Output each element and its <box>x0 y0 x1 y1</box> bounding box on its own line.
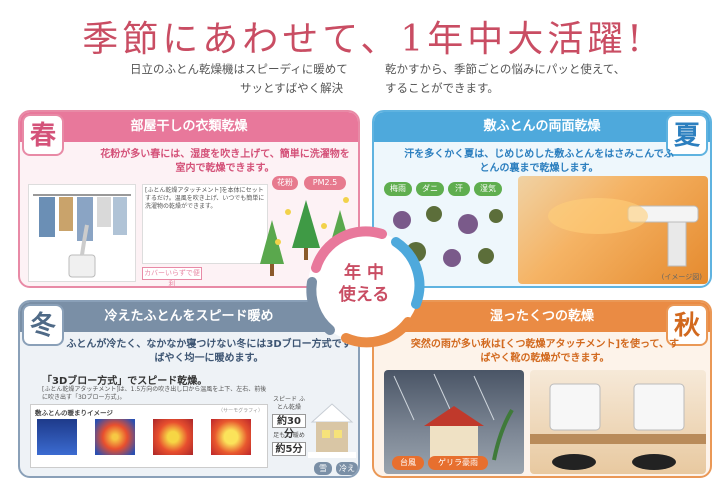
tag-cold: 冷え <box>336 462 358 475</box>
dryer-nozzle-icon <box>548 198 699 267</box>
storm-illustration <box>384 370 524 474</box>
spring-info-text: [ふとん乾燥アタッチメント]を本体にセットするだけ。温風を吹き上げ、いつでも簡単… <box>142 184 268 264</box>
winter-header: 冷えたふとんをスピード暖め <box>20 302 358 332</box>
tag-guerrilla-rain: ゲリラ豪雨 <box>428 456 488 470</box>
thermo-label: 敷ふとんの暖まりイメージ <box>35 409 113 417</box>
futon-photo <box>518 176 708 284</box>
thermo-image-4 <box>211 419 251 455</box>
autumn-header: 湿ったくつの乾燥 <box>374 302 710 332</box>
pm25-badge: PM2.5 <box>304 176 346 190</box>
summer-header: 敷ふとんの両面乾燥 <box>374 112 710 142</box>
tag-humidity: 湿気 <box>474 182 502 196</box>
intro-left: 日立のふとん乾燥機はスピーディに暖めて サッとすばやく解決 <box>130 60 380 98</box>
shoes-photo <box>530 370 706 474</box>
center-label: 年 中 使える <box>326 262 402 306</box>
summer-lead: 汗を多くかく夏は、じめじめした敷ふとんをはさみこんでふとんの裏まで乾燥します。 <box>404 149 674 174</box>
spring-footer-note: カバーいらずで便利 <box>142 267 202 286</box>
intro-left-line-2: サッとすばやく解決 <box>240 81 344 95</box>
intro-left-line-1: 日立のふとん乾燥機はスピーディに暖めて <box>130 62 348 76</box>
spring-season-label: 春 <box>22 114 64 156</box>
winter-subtitle: 「3Dブロー方式」でスピード乾燥。 <box>42 376 208 387</box>
thermo-image-3 <box>153 419 193 455</box>
shoe-dryer-icon <box>530 383 706 470</box>
stat-label-feet: 足もと 暖め <box>273 432 305 439</box>
tag-typhoon: 台風 <box>392 456 424 470</box>
tag-mites: ダニ <box>416 182 444 196</box>
thermo-image-1 <box>37 419 77 455</box>
thermography-panel: 敷ふとんの暖まりイメージ （サーモグラフィ） <box>30 404 268 468</box>
stat-label-dry: スピード ふとん乾燥 <box>273 396 305 411</box>
winter-season-label: 冬 <box>22 304 64 346</box>
stat-value-dry: 約30分 <box>272 414 306 440</box>
intro-right: 乾かすから、季節ごとの悩みにパッと使えて、 することができます。 <box>385 60 645 98</box>
spring-header: 部屋干しの衣類乾燥 <box>20 112 358 142</box>
tag-snow: 雪 <box>314 462 332 475</box>
storm-house-icon <box>393 373 514 461</box>
cycle-arrows-icon <box>306 226 425 348</box>
image-note: (イメージ図) <box>661 273 702 281</box>
center-line-2: 使える <box>338 285 390 305</box>
mites-icon <box>390 206 503 278</box>
spring-lead: 花粉が多い春には、湿度を吹き上げて、簡単に洗濯物を室内で乾燥できます。 <box>100 149 350 174</box>
winter-card: 冷えたふとんをスピード暖め 冬 ふとんが冷たく、なかなか寝つけない冬には3Dブロ… <box>18 300 360 478</box>
tag-sweat: 汗 <box>448 182 470 196</box>
autumn-season-label: 秋 <box>666 304 708 346</box>
stat-value-feet: 約5分 <box>272 442 306 456</box>
tag-rainy-season: 梅雨 <box>384 182 412 196</box>
spring-card: 部屋干しの衣類乾燥 春 花粉が多い春には、湿度を吹き上げて、簡単に洗濯物を室内で… <box>18 110 360 288</box>
hanging-clothes-icon <box>33 194 131 278</box>
time-stats: スピード ふとん乾燥 約30分 足もと 暖め 約5分 <box>272 396 306 460</box>
autumn-card: 湿ったくつの乾燥 秋 突然の雨が多い秋は[くつ乾燥アタッチメント]を使って、すば… <box>372 300 712 478</box>
autumn-lead: 突然の雨が多い秋は[くつ乾燥アタッチメント]を使って、すばやく靴の乾燥ができます… <box>410 339 680 364</box>
thermo-image-2 <box>95 419 135 455</box>
winter-lead: ふとんが冷たく、なかなか寝つけない冬には3Dブロー方式ですばやく均一に暖めます。 <box>66 339 352 364</box>
winter-small-text: [ふとん乾燥アタッチメント]は、1.5方向の吹き出し口から温風を上下、左右、前後… <box>42 386 267 401</box>
intro-right-line-1: 乾かすから、季節ごとの悩みにパッと使えて、 <box>385 62 626 76</box>
thermo-caption: （サーモグラフィ） <box>218 408 263 414</box>
page-title: 季節にあわせて、1年中大活躍! <box>82 19 646 60</box>
summer-card: 敷ふとんの両面乾燥 夏 汗を多くかく夏は、じめじめした敷ふとんをはさみこんでふと… <box>372 110 712 288</box>
center-line-1: 年 中 <box>344 263 384 283</box>
snowy-house-icon <box>308 403 356 458</box>
summer-season-label: 夏 <box>666 114 708 156</box>
pollen-badge: 花粉 <box>272 176 298 190</box>
laundry-photo <box>28 184 136 282</box>
intro-right-line-2: することができます。 <box>385 81 499 95</box>
